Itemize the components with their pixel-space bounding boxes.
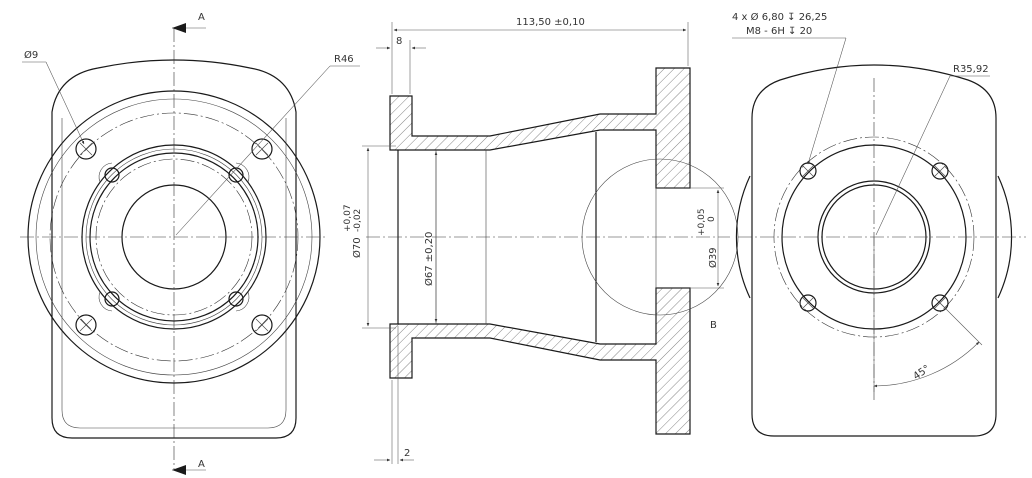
left-threaded-holes [98,162,250,312]
step-label: 2 [404,448,410,459]
dia67-dimension: Ø67 ±0,20 [423,151,438,323]
hole-callout: 4 x Ø 6,80 ↧ 26,25 M8 - 6H ↧ 20 [732,11,847,165]
detail-label-b: B [710,320,717,331]
radius-callout-right: R35,92 [875,64,990,236]
section-label-bottom: A [198,459,205,470]
section-wall-top [389,67,691,189]
left-view: A A Ø9 R46 [20,12,360,475]
radius-label-right: R35,92 [953,64,989,75]
dia70-tol-lower: -0,02 [353,209,363,232]
dia-hole-callout: Ø9 [22,49,85,145]
dia70-tol-upper: +0,07 [343,204,353,232]
dia-hole-label: Ø9 [24,49,38,61]
flange-thk-dimension: 8 [376,36,426,94]
dia70-dimension: Ø70 +0,07 -0,02 [343,145,396,329]
dia39-tol-upper: +0,05 [697,208,707,236]
dia39-tol-lower: 0 [707,216,717,222]
left-view-body-outline [51,59,297,439]
section-marker-top: A [172,12,206,33]
length-dimension: 113,50 ±0,10 [391,17,689,94]
radius-label-left: R46 [334,54,354,65]
section-marker-bottom: A [172,459,206,475]
right-view-body [751,64,997,437]
dia39-dimension: Ø39 +0,05 0 [690,187,724,289]
angle-label: 45° [911,363,932,382]
radius-callout-left: R46 [175,54,360,236]
right-view-flange-arc-left [735,175,751,299]
section-label-top: A [198,12,205,23]
dia39-label: Ø39 [707,247,719,268]
section-wall-bottom [389,287,691,435]
step-dimension: 2 [374,326,414,464]
angle-dimension: 45° [873,237,983,392]
dia70-label: Ø70 [351,237,363,258]
left-bolt-holes [75,138,273,336]
hole-callout-line1: 4 x Ø 6,80 ↧ 26,25 [732,11,827,23]
length-label: 113,50 ±0,10 [516,17,585,28]
right-view: 4 x Ø 6,80 ↧ 26,25 M8 - 6H ↧ 20 R35,92 4… [732,11,1026,437]
dia67-label: Ø67 ±0,20 [423,232,435,286]
hole-callout-line2: M8 - 6H ↧ 20 [746,26,812,37]
flange-thk-label: 8 [396,36,402,47]
section-view: B 113,50 ±0,10 8 2 Ø [343,17,739,464]
